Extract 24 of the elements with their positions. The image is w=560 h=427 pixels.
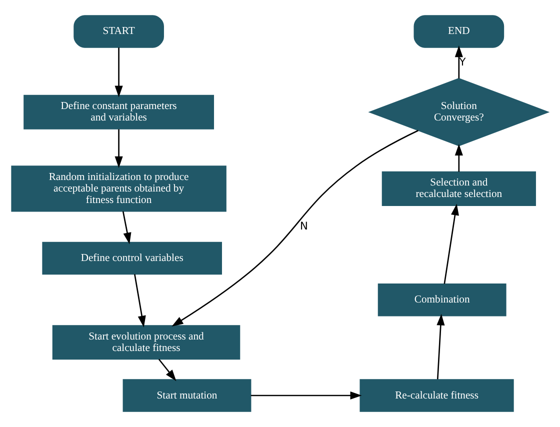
arrow: [250, 391, 362, 400]
arrow: [114, 48, 123, 98]
edge-label: N: [300, 220, 308, 233]
arrow: [444, 204, 459, 284]
arrow: [158, 358, 176, 382]
node-box: Selection and recalculate selection: [382, 171, 536, 206]
node-box: Start evolution process and calculate fitness: [52, 325, 240, 360]
node-box: START: [74, 15, 164, 48]
edge-label: Y: [459, 56, 466, 69]
node-box: Re-calculate fitness: [360, 379, 514, 412]
node-box: Random initialization to produce acceptable parents obtained by fitness function: [11, 166, 226, 212]
node-box: END: [414, 15, 504, 48]
arrow: [454, 46, 463, 78]
arrow: [172, 130, 419, 326]
arrow: [114, 129, 123, 168]
arrow: [436, 314, 445, 380]
arrow: [134, 274, 146, 328]
node-box: Define constant parameters and variables: [24, 94, 214, 130]
node-box: Start mutation: [122, 379, 252, 412]
node-box: Combination: [378, 283, 506, 316]
arrow: [122, 211, 132, 244]
node-box: Define control variables: [42, 242, 222, 275]
node-diamond: Solution Converges?: [368, 78, 550, 146]
arrow: [454, 144, 463, 172]
